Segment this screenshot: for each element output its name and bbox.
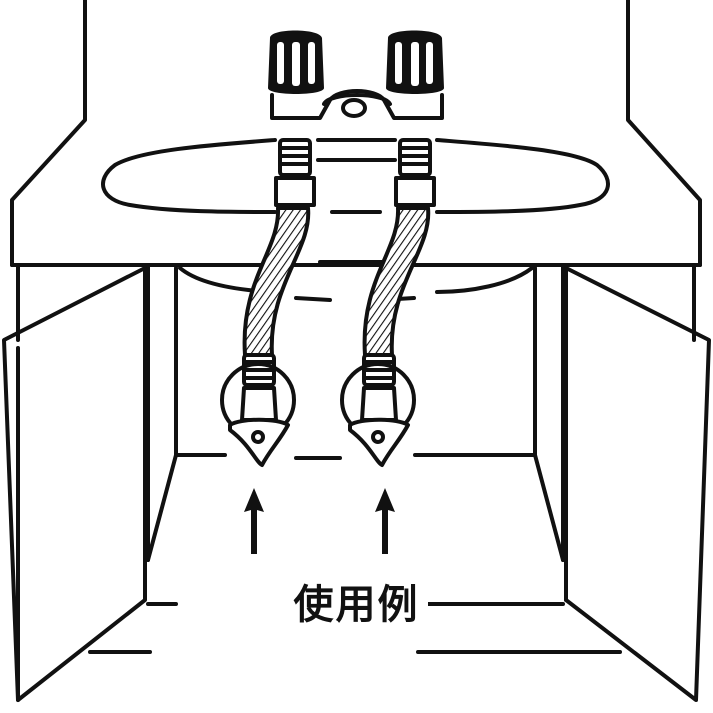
backsplash [10,0,702,267]
cabinet-frame [16,263,696,654]
sink-basin [101,138,610,302]
arrow-up-icon [375,488,395,554]
faucet-handle-right [386,30,444,94]
caption: 使用例 [0,580,713,630]
cabinet-door-left [2,266,147,702]
caption-text: 使用例 [285,582,428,628]
braided-hose-right [340,138,436,467]
arrow-up-icon [244,488,264,554]
faucet-body [270,89,444,120]
faucet-handle-left [268,30,324,94]
cabinet-door-right [564,266,711,702]
braided-hose-left [220,138,316,467]
